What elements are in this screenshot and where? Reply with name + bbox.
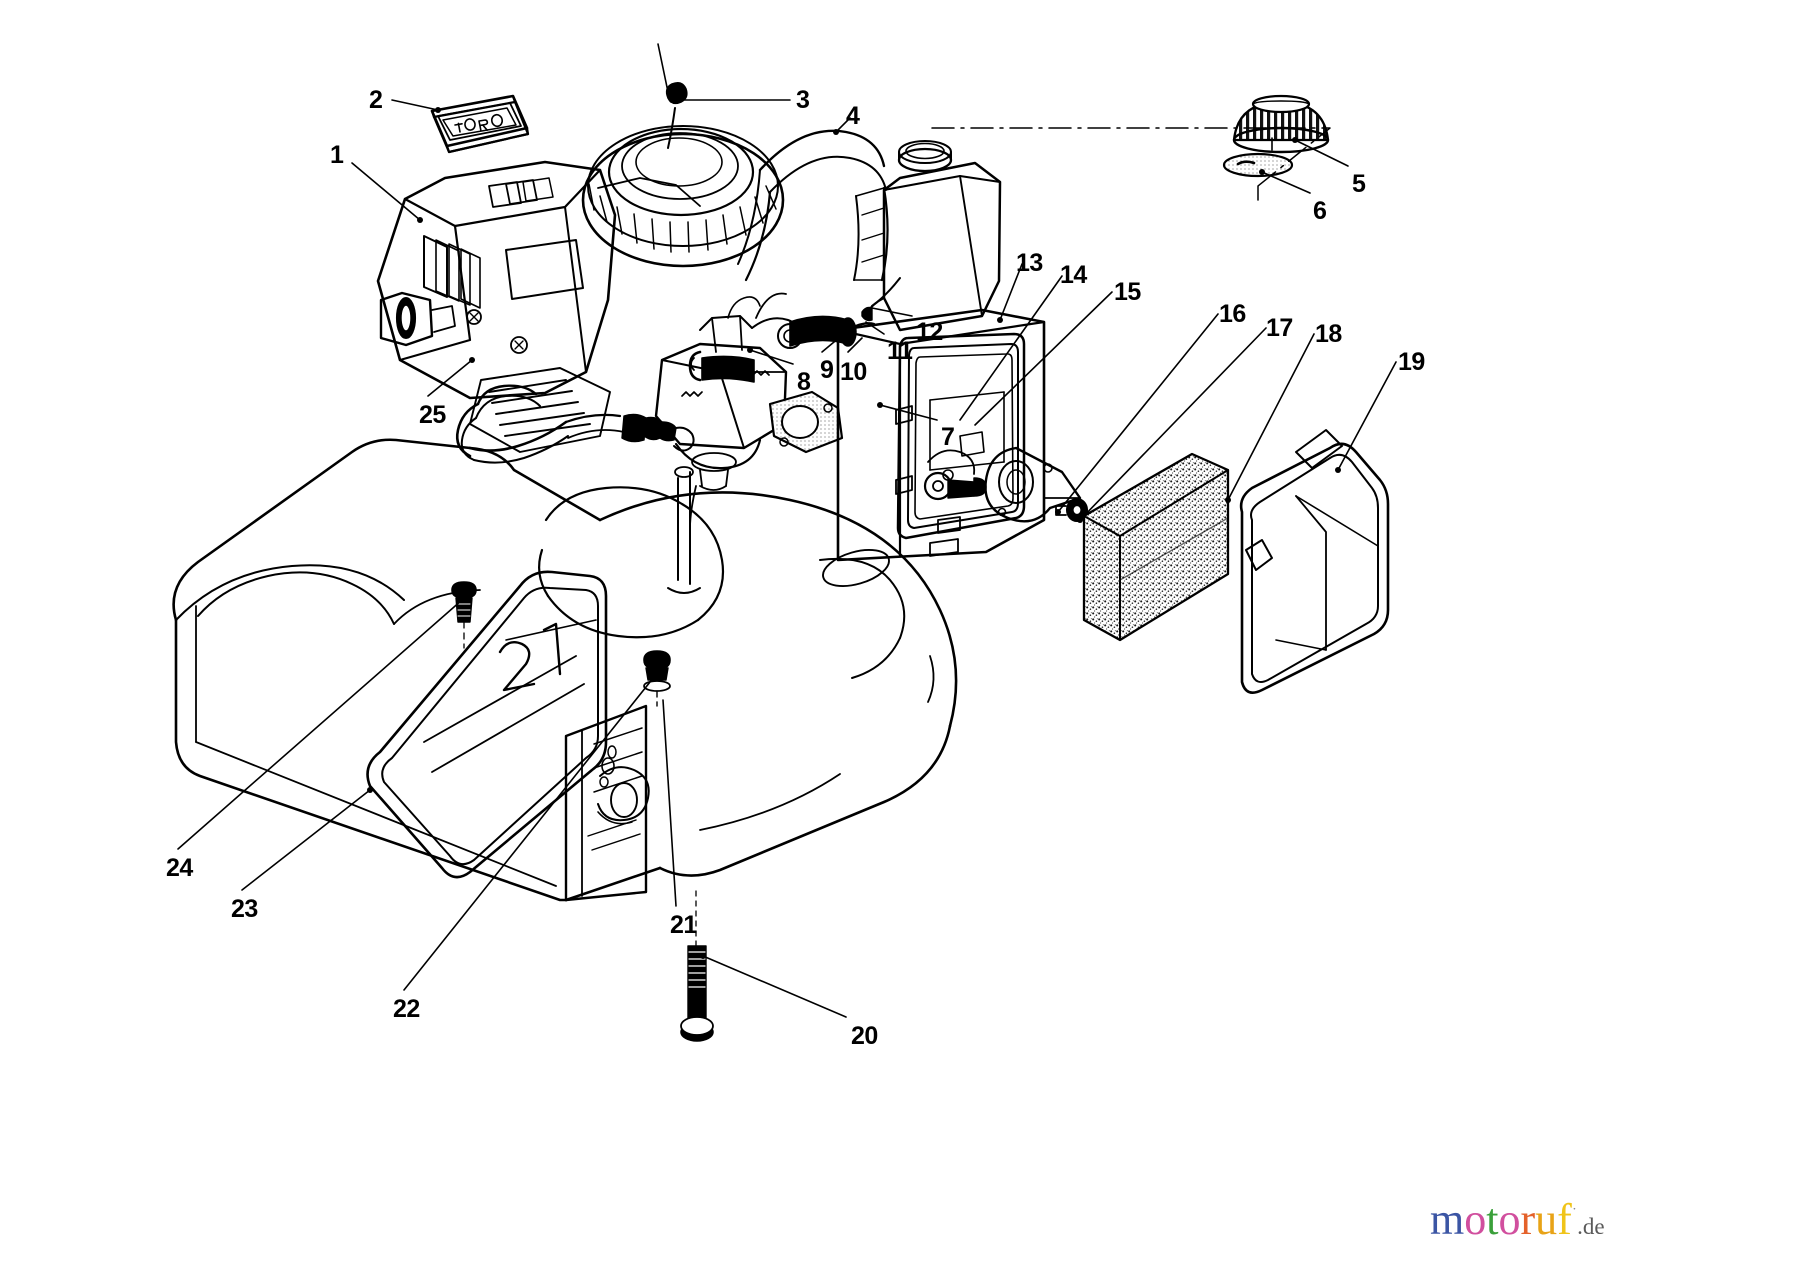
air-cleaner-body-graphic <box>836 308 1046 562</box>
callout-number-7: 7 <box>941 423 955 451</box>
callout-number-25: 25 <box>419 401 446 429</box>
watermark-letter-u: u <box>1535 1195 1558 1244</box>
fuel-line-graphic <box>789 277 901 347</box>
deck-rear-baffle-graphic <box>564 704 650 902</box>
motoruf-watermark: motoruf˙.de <box>1430 1198 1605 1242</box>
callout-number-1: 1 <box>330 141 344 169</box>
blade-hardware-graphic <box>643 650 714 1042</box>
callout-number-13: 13 <box>1016 249 1043 277</box>
callout-number-19: 19 <box>1398 348 1425 376</box>
callout-number-9: 9 <box>820 356 834 384</box>
air-cleaner-cover-graphic <box>1239 429 1390 694</box>
callout-number-18: 18 <box>1315 320 1342 348</box>
callout-number-21: 21 <box>670 911 697 939</box>
callout-number-16: 16 <box>1219 300 1246 328</box>
deck-shield-graphic <box>366 570 608 879</box>
watermark-letter-o1: o <box>1464 1195 1487 1244</box>
shield-screw-graphic <box>451 581 477 649</box>
callout-number-15: 15 <box>1114 278 1141 306</box>
callout-number-22: 22 <box>393 995 420 1023</box>
recoil-starter-graphic <box>581 43 785 268</box>
toro-decal-graphic <box>430 94 530 154</box>
air-cleaner-screw-graphic <box>923 471 987 501</box>
callout-number-4: 4 <box>846 102 860 130</box>
air-filter-element-graphic <box>1082 452 1230 642</box>
callout-number-5: 5 <box>1352 170 1366 198</box>
watermark-letter-o2: o <box>1498 1195 1521 1244</box>
watermark-tld: .de <box>1577 1214 1605 1239</box>
engine-top-cowl-graphic <box>737 129 889 282</box>
callout-number-24: 24 <box>166 854 193 882</box>
watermark-letter-m: m <box>1430 1195 1465 1244</box>
callout-number-17: 17 <box>1266 314 1293 342</box>
callout-number-6: 6 <box>1313 197 1327 225</box>
watermark-letter-f: f <box>1557 1195 1572 1244</box>
watermark-letter-t: t <box>1486 1195 1499 1244</box>
engine-assembly-graphic <box>376 160 701 453</box>
callout-number-3: 3 <box>796 86 810 114</box>
callout-number-14: 14 <box>1060 261 1087 289</box>
callout-number-11: 11 <box>887 337 913 365</box>
mower-deck-graphic <box>172 438 958 902</box>
callout-number-20: 20 <box>851 1022 878 1050</box>
callout-number-10: 10 <box>840 358 867 386</box>
air-cleaner-bracket-graphic <box>984 446 1088 523</box>
cap-gasket-graphic <box>1222 137 1294 178</box>
watermark-letter-r: r <box>1520 1195 1536 1244</box>
callout-number-12: 12 <box>916 318 943 346</box>
callout-number-8: 8 <box>797 368 811 396</box>
fuel-tank-graphic <box>882 140 1002 332</box>
callout-number-23: 23 <box>231 895 258 923</box>
callout-number-2: 2 <box>369 86 383 114</box>
watermark-accent-dot: ˙ <box>1571 1205 1578 1223</box>
fuel-cap-graphic <box>1232 94 1330 154</box>
